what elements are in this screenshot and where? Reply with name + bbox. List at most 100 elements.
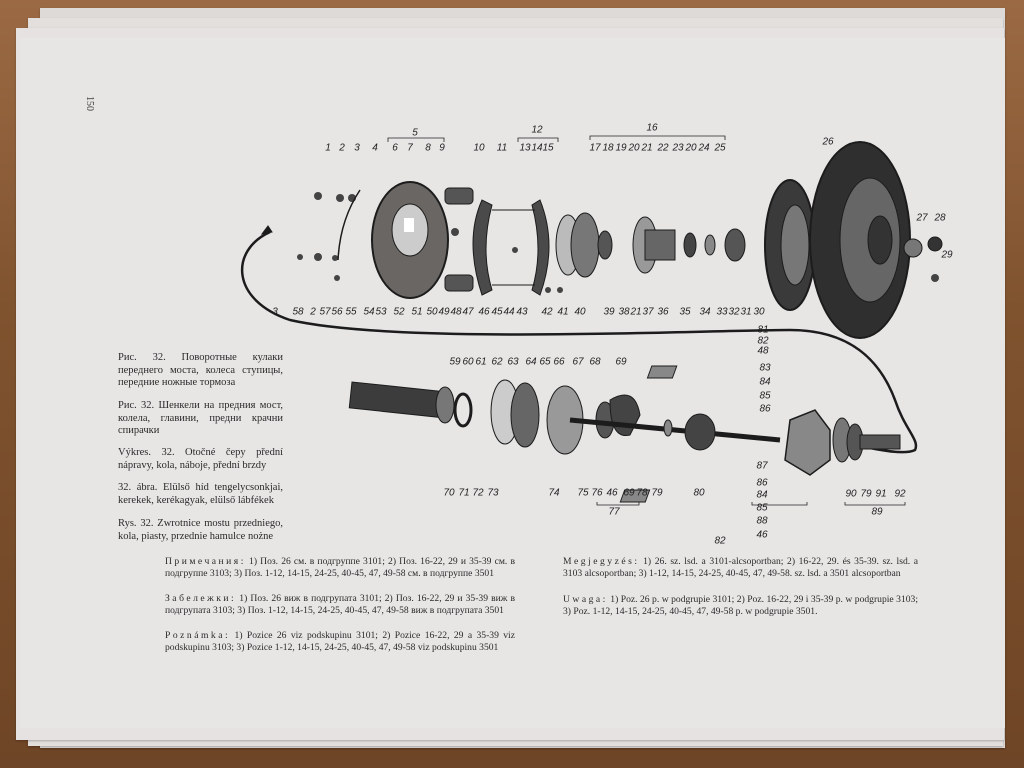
note-text: 1) Поз. 26 см. в подгруппе 3101; 2) Поз.…: [165, 556, 515, 579]
caption-russian: Рис. 32. Поворотные кулаки переднего мос…: [118, 352, 283, 388]
part-callout-label: 44: [503, 306, 515, 318]
part-callout-label: 31: [740, 306, 752, 318]
caption-hungarian: 32. ábra. Elülső híd tengelycsonkjai, ke…: [118, 482, 283, 506]
part-callout-label: 2: [310, 306, 316, 318]
part-callout-label: 2: [339, 142, 345, 154]
note-lead: Poznámka:: [165, 630, 231, 641]
part-callout-label: 13: [519, 142, 531, 154]
note-russian: Примечания: 1) Поз. 26 см. в подгруппе 3…: [165, 556, 515, 579]
part-callout-label: 50: [426, 306, 438, 318]
part-callout-label: 37: [642, 306, 654, 318]
part-callout-label: 6: [392, 142, 398, 154]
part-callout-label: 8: [425, 142, 431, 154]
note-text: 1) Поз. 26 виж в подгрупата 3101; 2) Поз…: [165, 593, 515, 616]
part-callout-label: 14: [531, 142, 543, 154]
part-callout-label: 82: [714, 535, 726, 547]
note-hungarian: Megjegyzés: 1) 26. sz. lsd. a 3101-alcso…: [563, 556, 918, 579]
part-callout-label: 26: [822, 136, 834, 148]
part-callout-label: 54: [363, 306, 375, 318]
part-callout-label: 79: [651, 487, 663, 499]
note-lead: Megjegyzés:: [563, 556, 640, 567]
part-callout-label: 38: [618, 306, 630, 318]
part-callout-label: 18: [602, 142, 614, 154]
part-callout-label: 5: [412, 127, 418, 139]
caption-bulgarian: Рис. 32. Шенкели на предния мост, колела…: [118, 400, 283, 436]
part-callout-label: 86: [756, 477, 768, 489]
part-callout-label: 51: [411, 306, 423, 318]
part-callout-label: 33: [716, 306, 728, 318]
part-callout-label: 46: [478, 306, 490, 318]
part-callout-label: 7: [407, 142, 413, 154]
part-callout-label: 52: [393, 306, 405, 318]
part-callout-label: 36: [657, 306, 669, 318]
part-callout-label: 91: [875, 488, 887, 500]
note-bulgarian: Забележки: 1) Поз. 26 виж в подгрупата 3…: [165, 593, 515, 616]
part-callout-label: 24: [698, 142, 710, 154]
note-text: 1) Poz. 26 p. w podgrupie 3101; 2) Poz. …: [563, 594, 918, 617]
part-callout-label: 17: [589, 142, 601, 154]
part-callout-label: 90: [845, 488, 857, 500]
part-callout-label: 69: [615, 356, 627, 368]
part-callout-label: 41: [557, 306, 569, 318]
note-lead: Забележки:: [165, 593, 237, 604]
part-callout-label: 63: [507, 356, 519, 368]
part-callout-label: 92: [894, 488, 906, 500]
part-callout-label: 79: [860, 488, 872, 500]
part-callout-label: 60: [462, 356, 474, 368]
part-callout-label: 27: [916, 212, 928, 224]
part-callout-label: 80: [693, 487, 705, 499]
part-callout-label: 3: [272, 306, 278, 318]
part-callout-label: 1: [325, 142, 331, 154]
part-callout-label: 89: [871, 506, 883, 518]
part-callout-label: 11: [496, 142, 508, 154]
part-callout-label: 34: [699, 306, 711, 318]
part-callout-label: 4: [372, 142, 378, 154]
part-callout-label: 73: [487, 487, 499, 499]
note-text: 1) 26. sz. lsd. a 3101-alcsoportban; 2) …: [563, 556, 918, 579]
cv-joint: [684, 413, 716, 451]
part-callout-label: 29: [941, 249, 953, 261]
part-callout-label: 84: [756, 489, 768, 501]
part-callout-label: 39: [603, 306, 615, 318]
part-callout-label: 84: [759, 376, 771, 388]
part-callout-label: 15: [542, 142, 554, 154]
part-callout-label: 47: [462, 306, 474, 318]
part-callout-label: 53: [375, 306, 387, 318]
steering-knuckle: [784, 409, 831, 476]
part-callout-label: 75: [577, 487, 589, 499]
part-callout-label: 67: [572, 356, 584, 368]
part-callout-label: 83: [759, 362, 771, 374]
brake-hose-line: [240, 230, 918, 454]
part-callout-label: 16: [646, 122, 658, 134]
part-callout-label: 74: [548, 487, 560, 499]
brake-shoe: [531, 199, 550, 296]
part-callout-label: 10: [473, 142, 485, 154]
part-callout-label: 82: [757, 335, 769, 347]
part-callout-label: 55: [345, 306, 357, 318]
part-callout-label: 77: [608, 506, 620, 518]
part-callout-label: 49: [438, 306, 450, 318]
part-callout-label: 71: [458, 487, 470, 499]
part-callout-label: 40: [574, 306, 586, 318]
part-callout-label: 87: [756, 460, 768, 472]
part-callout-label: 85: [756, 502, 768, 514]
part-callout-label: 78: [636, 487, 648, 499]
part-callout-label: 46: [606, 487, 618, 499]
axle-housing: [348, 381, 443, 418]
part-callout-label: 46: [756, 529, 768, 541]
part-callout-label: 64: [525, 356, 537, 368]
part-callout-label: 58: [292, 306, 304, 318]
part-callout-label: 21: [641, 142, 653, 154]
part-callout-label: 70: [443, 487, 455, 499]
part-callout-label: 42: [541, 306, 553, 318]
note-lead: Примечания:: [165, 556, 246, 567]
part-callout-label: 56: [331, 306, 343, 318]
part-callout-label: 43: [516, 306, 528, 318]
part-callout-label: 30: [753, 306, 765, 318]
part-callout-label: 32: [728, 306, 740, 318]
note-lead: Uwaga:: [563, 594, 608, 605]
part-callout-label: 9: [439, 142, 445, 154]
part-callout-label: 3: [354, 142, 360, 154]
part-callout-label: 21: [630, 306, 642, 318]
